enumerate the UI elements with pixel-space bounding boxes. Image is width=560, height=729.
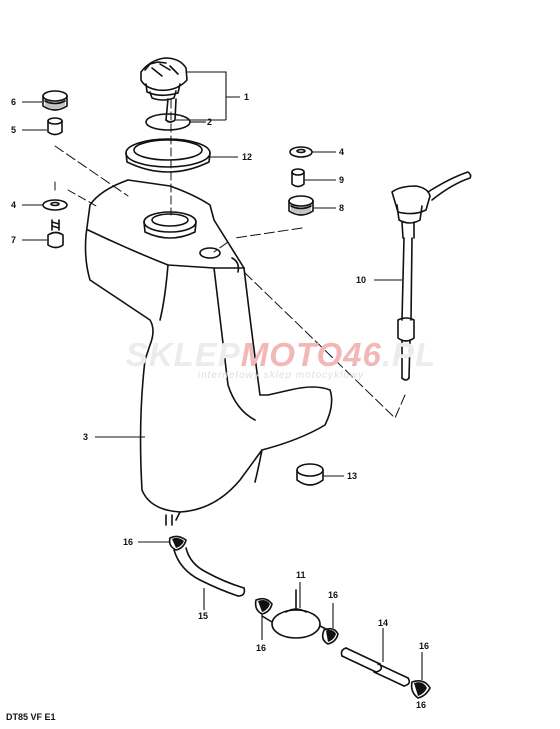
callout-7: 7 [11, 235, 17, 245]
cushion-8-fill [291, 203, 311, 214]
fuel-cock [261, 589, 333, 639]
callout-5: 5 [11, 125, 17, 135]
gauge-mount-line [243, 271, 406, 419]
vent-tube [165, 98, 177, 123]
callout-15: 15 [198, 611, 209, 621]
callout-1: 1 [244, 92, 250, 102]
mount-line-left-bottom [54, 181, 99, 208]
clip-16-cock-right [321, 627, 339, 645]
fuel-hose-14 [340, 647, 411, 687]
callout-16-left: 16 [256, 643, 267, 653]
spacer-9 [291, 168, 305, 188]
callout-10: 10 [356, 275, 367, 285]
cushion-6 [42, 90, 68, 111]
clip-16-top [168, 535, 187, 551]
cushion-8 [288, 195, 314, 216]
callout-16-mid: 16 [328, 590, 339, 600]
fuel-cap [140, 57, 188, 101]
mount-line-right [213, 227, 303, 253]
cushion-6-fill [45, 98, 65, 109]
callout-8: 8 [339, 203, 345, 213]
callout-11: 11 [296, 570, 306, 580]
fuel-hose-15 [173, 547, 246, 597]
leader-1 [176, 71, 240, 121]
fuel-tank [84, 179, 333, 526]
clip-fill-a [172, 537, 184, 548]
callout-16-top: 16 [123, 537, 134, 547]
clip-fill-c [326, 630, 336, 642]
washer-4-left [42, 199, 68, 211]
callout-16-right: 16 [419, 641, 430, 651]
mount-line-left-top [54, 145, 129, 197]
callout-13: 13 [347, 471, 358, 481]
filler-ring [125, 138, 211, 173]
callout-14: 14 [378, 618, 389, 628]
callout-16-end: 16 [416, 700, 427, 710]
callout-2: 2 [207, 117, 213, 127]
cushion-13 [296, 463, 324, 486]
clip-16-end [410, 680, 431, 699]
callout-4-left: 4 [11, 200, 17, 210]
spacer-5 [47, 117, 63, 136]
callout-12: 12 [242, 152, 253, 162]
callout-6: 6 [11, 97, 17, 107]
callout-9: 9 [339, 175, 345, 185]
model-code: DT85 VF E1 [6, 712, 56, 722]
washer-4-right [289, 146, 313, 158]
clip-fill-d [414, 682, 427, 696]
clip-fill-b [258, 600, 270, 612]
clip-16-cock-left [254, 597, 273, 615]
bolt-7 [47, 219, 64, 249]
callout-4-right: 4 [339, 147, 345, 157]
callout-3: 3 [83, 432, 89, 442]
fuel-level-gauge [391, 171, 472, 381]
